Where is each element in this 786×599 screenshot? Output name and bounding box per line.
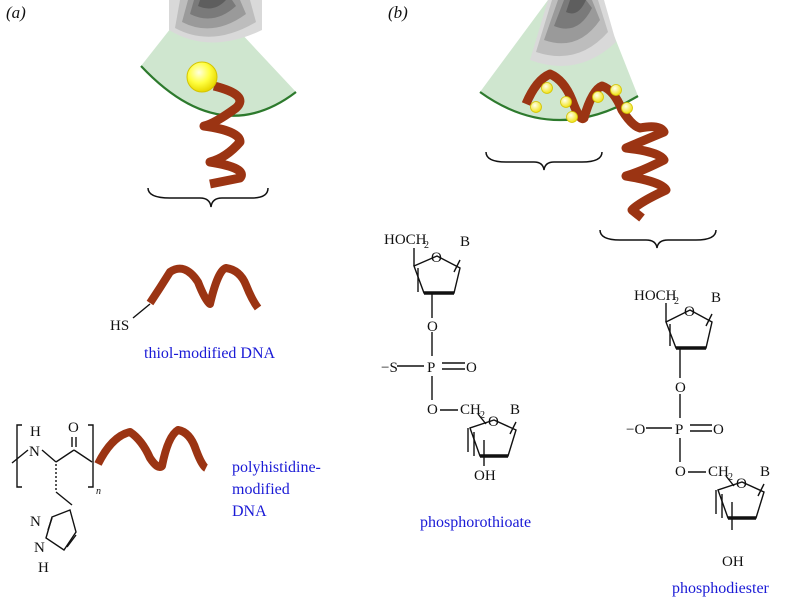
pd-ch2: CH — [708, 464, 729, 480]
gold-nanoparticles-multiple — [530, 82, 633, 123]
pd-base-bottom: B — [760, 464, 770, 480]
imidazole-n-top: N — [30, 514, 41, 530]
label-polyhistidine-line2: modified — [232, 481, 290, 498]
pt-ch2-sub: 2 — [480, 410, 485, 421]
label-polyhistidine-line3: DNA — [232, 503, 267, 520]
pd-ring-o-bottom: O — [736, 476, 747, 492]
phosphodiester-structure — [646, 303, 765, 530]
label-thiol-modified-dna: thiol-modified DNA — [144, 345, 276, 362]
label-polyhistidine-line1: polyhistidine- — [232, 459, 321, 476]
label-phosphorothioate: phosphorothioate — [420, 514, 531, 531]
panel-label-a: (a) — [6, 3, 26, 22]
pd-p: P — [675, 422, 683, 438]
pt-double-o: O — [466, 360, 477, 376]
panel-label-b: (b) — [388, 3, 408, 22]
pd-base-top: B — [711, 290, 721, 306]
pt-minus-s: −S — [381, 360, 398, 376]
pt-hoch2: HOCH — [384, 232, 427, 248]
pt-ring-o-bottom: O — [488, 414, 499, 430]
phosphorothioate-structure — [397, 248, 517, 466]
hs-group: HS — [110, 318, 129, 334]
label-phosphodiester: phosphodiester — [672, 580, 770, 597]
pd-oh: OH — [722, 554, 744, 570]
pt-p: P — [427, 360, 435, 376]
dna-helix-tethered-a — [199, 81, 246, 189]
imidazole-n-bottom: N — [34, 540, 45, 556]
pt-o-lower: O — [427, 402, 438, 418]
polyhis-dna-helix — [94, 426, 209, 472]
polyhis-o-label: O — [68, 420, 79, 436]
brace-a — [147, 187, 269, 208]
gold-nanoparticle-single — [186, 61, 218, 93]
dna-helix-adsorbed-b — [521, 69, 671, 222]
pd-o-upper: O — [675, 380, 686, 396]
pd-minus-o: −O — [626, 422, 645, 438]
polyhis-n-label: N — [29, 444, 40, 460]
pt-o-upper: O — [427, 319, 438, 335]
polyhis-subscript-n: n — [96, 486, 101, 497]
pt-ring-o-top: O — [431, 250, 442, 266]
pt-base-bottom: B — [510, 402, 520, 418]
pt-oh: OH — [474, 468, 496, 484]
thiol-dna-helix — [132, 264, 262, 319]
pd-ch2-sub: 2 — [728, 472, 733, 483]
pd-o-lower: O — [675, 464, 686, 480]
brace-b-right — [599, 229, 717, 249]
imidazole-h-bottom: H — [38, 560, 49, 576]
brace-b-left — [485, 151, 603, 171]
pd-hoch2-sub: 2 — [674, 296, 679, 307]
pt-hoch2-sub: 2 — [424, 240, 429, 251]
pt-base-top: B — [460, 234, 470, 250]
cone-surface-a — [140, 0, 297, 117]
pd-ring-o-top: O — [684, 304, 695, 320]
pd-hoch2: HOCH — [634, 288, 677, 304]
polyhis-h-label: H — [30, 424, 41, 440]
polyhistidine-structure — [11, 424, 94, 551]
pd-double-o: O — [713, 422, 724, 438]
pt-ch2: CH — [460, 402, 481, 418]
